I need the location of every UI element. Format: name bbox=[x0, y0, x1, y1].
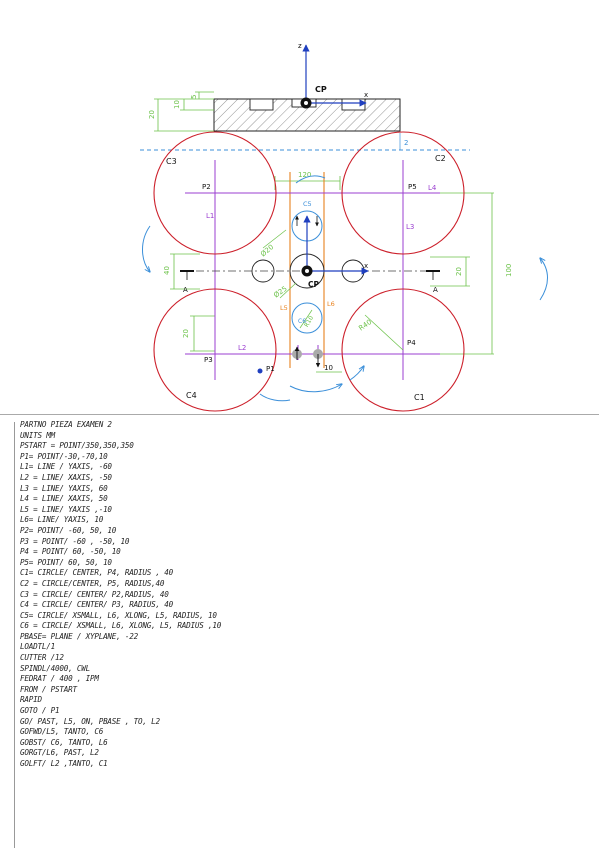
code-line: L2 = LINE/ XAXIS, -50 bbox=[20, 472, 112, 482]
code-line: GOFWD/L5, TANTO, C6 bbox=[20, 727, 104, 737]
label-c2: C2 bbox=[435, 154, 446, 163]
side-view-slot bbox=[341, 98, 366, 111]
dim-40: 40 bbox=[163, 266, 171, 275]
dim-2: 2 bbox=[404, 139, 408, 147]
code-line: P1= POINT/-30,-70,10 bbox=[20, 451, 108, 461]
code-line: GOTO / P1 bbox=[20, 706, 60, 716]
label-c3: C3 bbox=[166, 157, 177, 166]
code-line: C2 = CIRCLE/CENTER, P5, RADIUS,40 bbox=[20, 578, 165, 588]
label-c4: C4 bbox=[186, 391, 197, 400]
label-p5: P5 bbox=[408, 183, 417, 191]
x-axis-label-center: x bbox=[364, 262, 368, 270]
code-line: LOADTL/1 bbox=[20, 642, 55, 652]
code-line: P4 = POINT/ 60, -50, 10 bbox=[20, 547, 121, 557]
code-line: L3 = LINE/ YAXIS, 60 bbox=[20, 483, 108, 493]
code-line: GORGT/L6, PAST, L2 bbox=[20, 748, 99, 758]
code-line: L1= LINE / YAXIS, -60 bbox=[20, 462, 112, 472]
label-l6: L6 bbox=[327, 300, 335, 308]
large-circles bbox=[153, 131, 465, 412]
code-line: P5= POINT/ 60, 50, 10 bbox=[20, 557, 112, 567]
z-axis-label: z bbox=[298, 42, 302, 50]
dim-100: 100 bbox=[505, 264, 513, 277]
dim-120: 120 bbox=[298, 171, 311, 179]
point-p1 bbox=[257, 368, 263, 374]
code-line: PSTART = POINT/350,350,350 bbox=[20, 441, 134, 451]
label-c5: C5 bbox=[303, 200, 312, 208]
code-line: P3 = POINT/ -60 , -50, 10 bbox=[20, 536, 130, 546]
dim-20-right: 20 bbox=[455, 267, 463, 276]
margin-line bbox=[14, 422, 15, 848]
construction-lines bbox=[185, 160, 440, 380]
dim-5-side: 5 bbox=[190, 95, 198, 99]
section-label-a-left: A bbox=[183, 286, 188, 294]
separator-line bbox=[0, 414, 599, 415]
section-label-a-right: A bbox=[433, 286, 438, 294]
code-line: UNITS MM bbox=[20, 430, 55, 440]
label-p2: P2 bbox=[202, 183, 211, 191]
dim-20-side: 20 bbox=[148, 110, 156, 119]
code-line: L6= LINE/ YAXIS, 10 bbox=[20, 515, 104, 525]
code-line: GO/ PAST, L5, ON, PBASE , TO, L2 bbox=[20, 716, 160, 726]
label-c6: C6 bbox=[298, 318, 306, 325]
x-axis-label-top: x bbox=[364, 91, 368, 99]
code-line: SPINDL/4000, CWL bbox=[20, 663, 90, 673]
circle-c2 bbox=[341, 131, 465, 255]
phi-20: Ø20 bbox=[259, 243, 275, 258]
circle-c4 bbox=[153, 288, 277, 412]
circle-c6 bbox=[291, 302, 323, 334]
code-line: C6 = CIRCLE/ XSMALL, L6, XLONG, L5, RADI… bbox=[20, 621, 222, 631]
label-p4: P4 bbox=[407, 339, 416, 347]
code-line: C5= CIRCLE/ XSMALL, L6, XLONG, L5, RADIU… bbox=[20, 610, 217, 620]
technical-drawing: z x CP 20 10 5 2 120 100 40 2 bbox=[140, 42, 548, 412]
label-l4: L4 bbox=[428, 184, 437, 192]
label-p1: P1 bbox=[266, 365, 275, 373]
label-l5: L5 bbox=[280, 304, 288, 312]
plan-dimensions bbox=[170, 176, 494, 373]
code-line: C1= CIRCLE/ CENTER, P4, RADIUS , 40 bbox=[20, 568, 174, 578]
code-line: PARTNO PIEZA EXAMEN 2 bbox=[20, 420, 112, 429]
code-line: GOLFT/ L2 ,TANTO, C1 bbox=[20, 759, 108, 768]
cp-label-top: CP bbox=[315, 85, 327, 94]
code-line: P2= POINT/ -60, 50, 10 bbox=[20, 525, 117, 535]
code-line: PBASE= PLANE / XYPLANE, -22 bbox=[20, 631, 139, 641]
code-line: C3 = CIRCLE/ CENTER/ P2,RADIUS, 40 bbox=[20, 589, 169, 599]
code-line: FROM / PSTART bbox=[20, 684, 77, 694]
circle-c1 bbox=[341, 288, 465, 412]
direction-arrows bbox=[142, 175, 548, 402]
code-line: GOBST/ C6, TANTO, L6 bbox=[20, 737, 108, 747]
label-l2: L2 bbox=[238, 344, 246, 352]
dim-10-bottom: 10 bbox=[324, 364, 333, 372]
cp-label-center: CP bbox=[308, 280, 320, 289]
dim-10-side: 10 bbox=[173, 100, 181, 109]
code-line: CUTTER /12 bbox=[20, 653, 64, 663]
label-c1: C1 bbox=[414, 393, 425, 402]
circle-c3 bbox=[153, 131, 277, 255]
label-l3: L3 bbox=[406, 223, 414, 231]
code-line: FEDRAT / 400 , IPM bbox=[20, 674, 99, 684]
code-line: C4 = CIRCLE/ CENTER/ P3, RADIUS, 40 bbox=[20, 600, 174, 610]
side-view-dimensions bbox=[154, 91, 214, 132]
code-line: L4 = LINE/ XAXIS, 50 bbox=[20, 494, 108, 504]
label-l1: L1 bbox=[206, 212, 214, 220]
dim-20-low: 20 bbox=[182, 329, 190, 338]
code-line: L5 = LINE/ YAXIS ,-10 bbox=[20, 504, 112, 514]
code-line: RAPID bbox=[20, 695, 42, 705]
label-p3: P3 bbox=[204, 356, 213, 364]
side-view-slot bbox=[249, 98, 274, 111]
